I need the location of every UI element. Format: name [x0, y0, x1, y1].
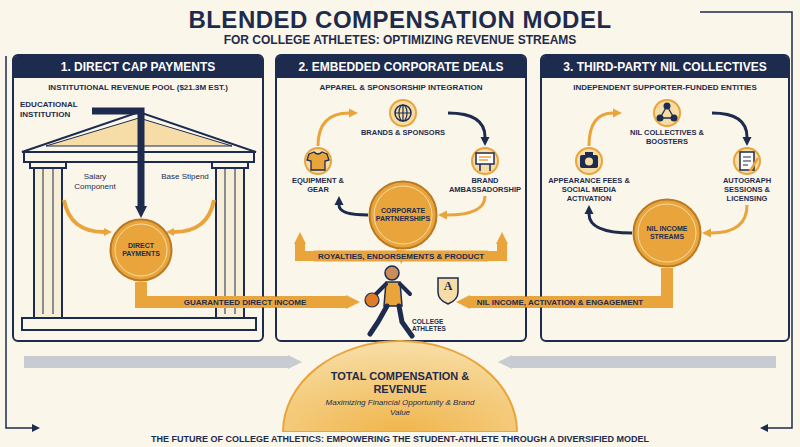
icon-text: BRANDS & SPONSORS: [358, 128, 448, 137]
payment-circle: DIRECT PAYMENTS: [109, 218, 173, 282]
connector-arrow: [318, 113, 349, 146]
icon-text: AUTOGRAPH SESSIONS & LICENSING: [706, 176, 788, 203]
node-label: EDUCATIONAL INSTITUTION: [20, 100, 92, 119]
total-semicircle: TOTAL COMPENSATION & REVENUE Maximizing F…: [282, 340, 518, 432]
connector-arrow: [448, 113, 485, 137]
panel-subtitle: APPAREL & SPONSORSHIP INTEGRATION: [277, 83, 525, 92]
payment-circle: NIL INCOME STREAMS: [632, 198, 702, 268]
icon-node: EQUIPMENT & GEAR: [283, 146, 353, 196]
panel-header: 2. EMBEDDED CORPORATE DEALS: [277, 56, 525, 78]
institution-label: EDUCATIONAL INSTITUTION: [20, 100, 92, 122]
caption: THE FUTURE OF COLLEGE ATHLETICS: EMPOWER…: [0, 434, 800, 444]
connector-arrow: [447, 196, 485, 215]
panel-title: 3. THIRD-PARTY NIL COLLECTIVES: [563, 60, 766, 74]
circle-text: NIL INCOME STREAMS: [636, 225, 698, 242]
icon: [283, 146, 353, 176]
panel-subtitle: INSTITUTIONAL REVENUE POOL ($21.3M EST.): [14, 83, 262, 92]
athlete-figure: COLLEGE ATHLETES: [360, 264, 456, 340]
athlete-text: COLLEGE ATHLETES: [412, 318, 456, 333]
total-title: TOTAL COMPENSATION & REVENUE: [325, 370, 475, 395]
panel-header: 3. THIRD-PARTY NIL COLLECTIVES: [542, 56, 788, 78]
panel-header: 1. DIRECT CAP PAYMENTS: [14, 56, 262, 78]
icon-text: NIL COLLECTIVES & BOOSTERS: [622, 128, 712, 146]
panel-title: 1. DIRECT CAP PAYMENTS: [61, 60, 215, 74]
connector-arrow: [712, 113, 747, 137]
circle-text: CORPORATE PARTNERSHIPS: [372, 207, 434, 224]
edge-label: NIL INCOME, ACTIVATION & ENGAGEMENT: [473, 297, 647, 308]
component-label: Salary Component: [70, 172, 120, 191]
panel-subtitle: INDEPENDENT SUPPORTER-FUNDED ENTITIES: [542, 83, 788, 92]
icon-node: BRAND AMBASSADORSHIP: [447, 146, 523, 196]
icon: [447, 146, 523, 176]
shield-letter: A: [438, 279, 458, 294]
athlete-illustration: [360, 264, 416, 340]
connector-arrow: [92, 111, 141, 206]
total-subtitle: Maximizing Financial Opportunity & Brand…: [325, 398, 475, 417]
panel-title: 2. EMBEDDED CORPORATE DEALS: [298, 60, 503, 74]
edge-label: GUARANTEED DIRECT INCOME: [180, 297, 311, 308]
connector-arrow: [589, 214, 632, 233]
circle-text: DIRECT PAYMENTS: [113, 242, 169, 259]
connector-arrow: [711, 205, 747, 233]
icon-text: EQUIPMENT & GEAR: [283, 176, 353, 194]
component-label: Base Stipend: [160, 172, 210, 182]
payment-circle: CORPORATE PARTNERSHIPS: [368, 180, 438, 250]
icon-text: BRAND AMBASSADORSHIP: [447, 176, 523, 194]
icon-node: NIL COLLECTIVES & BOOSTERS: [622, 98, 712, 148]
icon-node: AUTOGRAPH SESSIONS & LICENSING: [706, 146, 788, 205]
athletics-shield: [438, 278, 458, 304]
title: BLENDED COMPENSATION MODEL: [0, 6, 800, 34]
connector-arrow: [589, 113, 613, 146]
icon-node: APPEARANCE FEES & SOCIAL MEDIA ACTIVATIO…: [546, 146, 632, 205]
icon: [546, 146, 632, 176]
subtitle: FOR COLLEGE ATHLETES: OPTIMIZING REVENUE…: [0, 33, 800, 47]
icon-text: APPEARANCE FEES & SOCIAL MEDIA ACTIVATIO…: [546, 176, 632, 203]
icon-node: BRANDS & SPONSORS: [358, 98, 448, 139]
icon: [358, 98, 448, 128]
connector-arrow: [339, 205, 368, 215]
icon: [622, 98, 712, 128]
icon: [706, 146, 788, 176]
edge-label: ROYALTIES, ENDORSEMENTS & PRODUCT: [314, 251, 488, 262]
